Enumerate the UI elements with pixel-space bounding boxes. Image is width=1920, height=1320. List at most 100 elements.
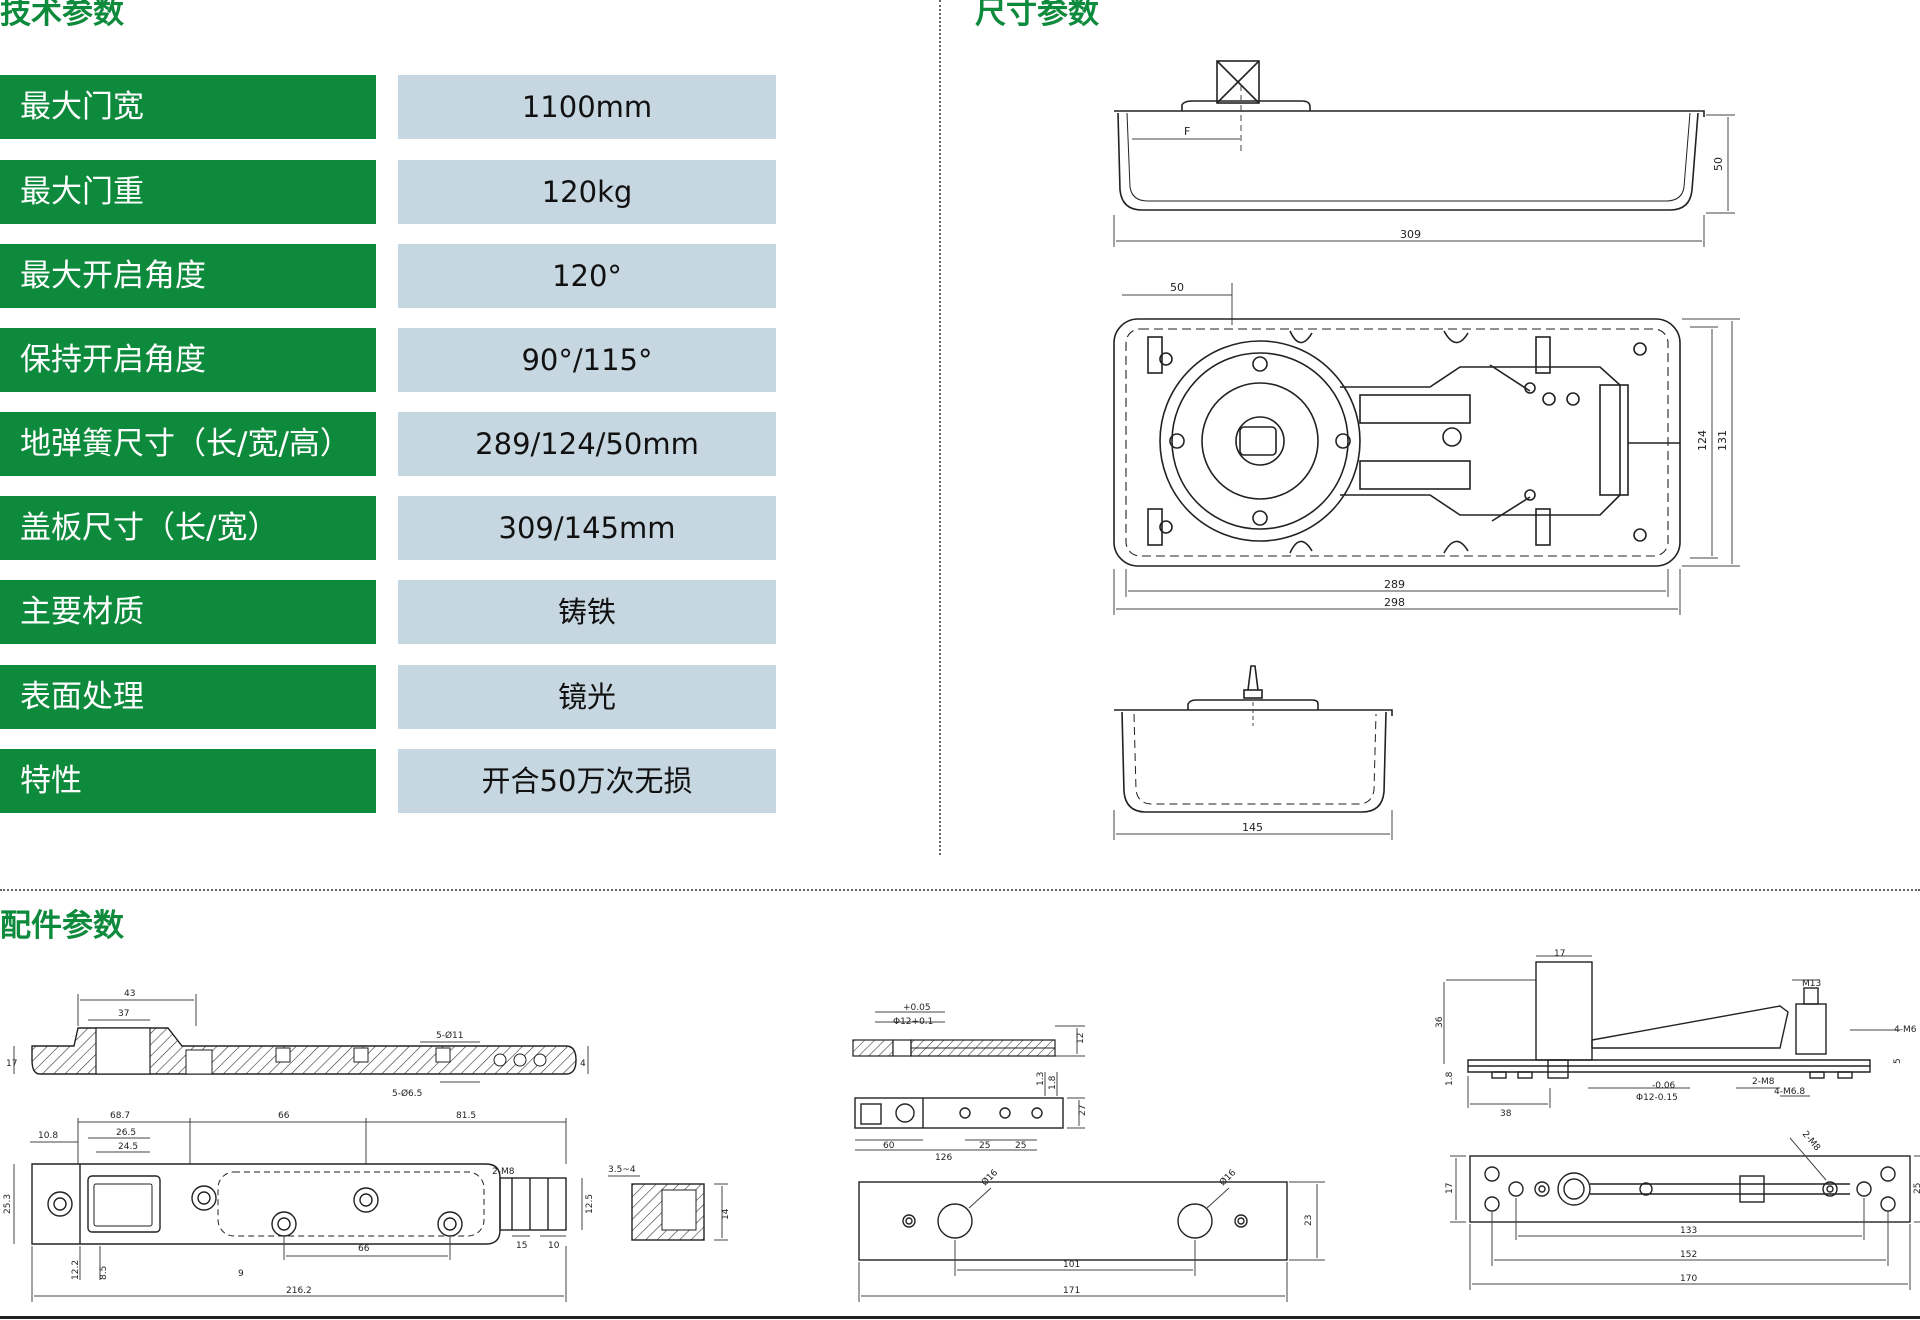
dim-label: 81.5 [456, 1111, 476, 1121]
dim-label: 2-M8 [1752, 1077, 1775, 1087]
spec-value: 309/145mm [398, 496, 776, 560]
dim-label: 289 [1384, 578, 1405, 591]
dim-label: 131 [1716, 430, 1729, 451]
dim-label: -0.06 [1652, 1081, 1676, 1091]
dim-label: 12 [1076, 1033, 1086, 1044]
spec-value: 120kg [398, 160, 776, 224]
dim-label: 10.8 [38, 1131, 58, 1141]
spec-value: 开合50万次无损 [398, 749, 776, 813]
dim-label: 4-M6.8 [1774, 1087, 1805, 1097]
dim-label: 1.8 [1048, 1075, 1058, 1090]
dim-label: 37 [118, 1009, 129, 1019]
section-title-tech: 技术参数 [0, 0, 124, 31]
dim-label: 4 [580, 1059, 586, 1069]
dim-label: 4-M6 [1894, 1025, 1917, 1035]
dim-label: Φ12-0.15 [1636, 1093, 1678, 1103]
spec-label: 最大开启角度 [0, 244, 376, 308]
dim-label: 25.3 [3, 1194, 13, 1214]
section-title-accessories: 配件参数 [0, 908, 124, 944]
spec-row: 最大门宽 1100mm [0, 75, 776, 139]
spec-label: 盖板尺寸（长/宽） [0, 496, 376, 560]
spec-value: 90°/115° [398, 328, 776, 392]
spec-row: 主要材质 铸铁 [0, 580, 776, 644]
dim-label: 14 [721, 1208, 731, 1220]
dim-label: 25 [1015, 1141, 1026, 1151]
dim-label: 216.2 [286, 1286, 312, 1296]
dim-label: 68.7 [110, 1111, 130, 1121]
dim-label: 5-Ø11 [436, 1030, 464, 1041]
dim-label: 101 [1063, 1260, 1080, 1270]
bottom-rule [0, 1316, 1920, 1319]
spec-value: 铸铁 [398, 580, 776, 644]
dim-label: 309 [1400, 228, 1421, 241]
dim-label: 5-Ø6.5 [392, 1088, 422, 1099]
dim-label: 9 [238, 1269, 244, 1279]
dim-label: F [1184, 125, 1190, 138]
top-view-drawing: 50 124 131 289 298 [1113, 281, 1740, 615]
dim-label: 10 [548, 1241, 560, 1251]
dim-label: 43 [124, 989, 135, 999]
dim-label: 124 [1696, 430, 1709, 451]
dim-label: 145 [1242, 821, 1263, 834]
dim-label: 298 [1384, 596, 1405, 609]
spec-value: 1100mm [398, 75, 776, 139]
accessory-pivot-plate-drawing: +0.05 Φ12+0.1 12 1.3 1.8 27 60 25 25 126… [852, 1003, 1325, 1302]
dim-label: 66 [278, 1111, 290, 1121]
dim-label: 126 [935, 1153, 952, 1163]
dim-label: Ø16 [1217, 1167, 1238, 1188]
dim-label: 25 [1913, 1183, 1920, 1194]
dim-label: 50 [1170, 281, 1184, 294]
spec-value: 289/124/50mm [398, 412, 776, 476]
spec-label: 最大门重 [0, 160, 376, 224]
dim-label: 27 [1078, 1105, 1088, 1116]
dim-label: 26.5 [116, 1128, 136, 1138]
dim-label: Φ12+0.1 [893, 1017, 933, 1027]
dim-label: 2-M8 [1800, 1130, 1822, 1154]
dim-label: +0.05 [903, 1003, 931, 1013]
dim-label: 17 [1445, 1183, 1455, 1194]
dim-label: M13 [1802, 979, 1821, 989]
spec-value: 120° [398, 244, 776, 308]
dim-label: 2-M8 [492, 1167, 515, 1177]
spec-label: 地弹簧尺寸（长/宽/高） [0, 412, 376, 476]
spec-row: 特性 开合50万次无损 [0, 749, 776, 813]
dim-label: 8.5 [99, 1266, 109, 1280]
spec-label: 最大门宽 [0, 75, 376, 139]
spec-row: 保持开启角度 90°/115° [0, 328, 776, 392]
dim-label: 170 [1680, 1274, 1697, 1284]
dim-label: Ø16 [979, 1167, 1000, 1188]
dim-label: 12.5 [585, 1194, 595, 1214]
spec-row: 地弹簧尺寸（长/宽/高） 289/124/50mm [0, 412, 776, 476]
spec-row: 最大门重 120kg [0, 160, 776, 224]
dim-label: 36 [1435, 1016, 1445, 1028]
spec-label: 表面处理 [0, 665, 376, 729]
dim-label: 133 [1680, 1226, 1697, 1236]
vertical-divider [939, 0, 941, 855]
horizontal-divider [0, 889, 1920, 891]
dim-label: 25 [979, 1141, 990, 1151]
dim-label: 66 [358, 1244, 370, 1254]
dim-label: 23 [1304, 1215, 1314, 1226]
dim-label: 152 [1680, 1250, 1697, 1260]
dim-label: 1.8 [1445, 1071, 1455, 1086]
spec-value: 镜光 [398, 665, 776, 729]
spec-label: 保持开启角度 [0, 328, 376, 392]
side-view-drawing: F 50 309 [1113, 60, 1735, 247]
dim-label: 24.5 [118, 1142, 138, 1152]
dim-label: 5 [1893, 1058, 1903, 1064]
spec-row: 盖板尺寸（长/宽） 309/145mm [0, 496, 776, 560]
dim-label: 17 [6, 1059, 17, 1069]
dim-label: 50 [1712, 157, 1725, 171]
dim-label: 60 [883, 1141, 895, 1151]
spec-row: 最大开启角度 120° [0, 244, 776, 308]
section-title-dimensions: 尺寸参数 [975, 0, 1099, 31]
dim-label: 17 [1554, 949, 1565, 959]
spec-row: 表面处理 镜光 [0, 665, 776, 729]
dim-label: 171 [1063, 1286, 1080, 1296]
accessory-bottom-strap-drawing: 17 M13 36 4-M6 1.8 38 -0.06 Φ12-0.15 2-M… [1435, 949, 1920, 1290]
spec-label: 主要材质 [0, 580, 376, 644]
dim-label: 38 [1500, 1109, 1512, 1119]
dim-label: 12.2 [71, 1260, 81, 1280]
dim-label: 1.3 [1036, 1072, 1046, 1086]
accessory-pivot-arm-drawing: 43 37 5-Ø11 5-Ø6.5 4 17 68.7 66 81.5 26.… [3, 989, 731, 1302]
